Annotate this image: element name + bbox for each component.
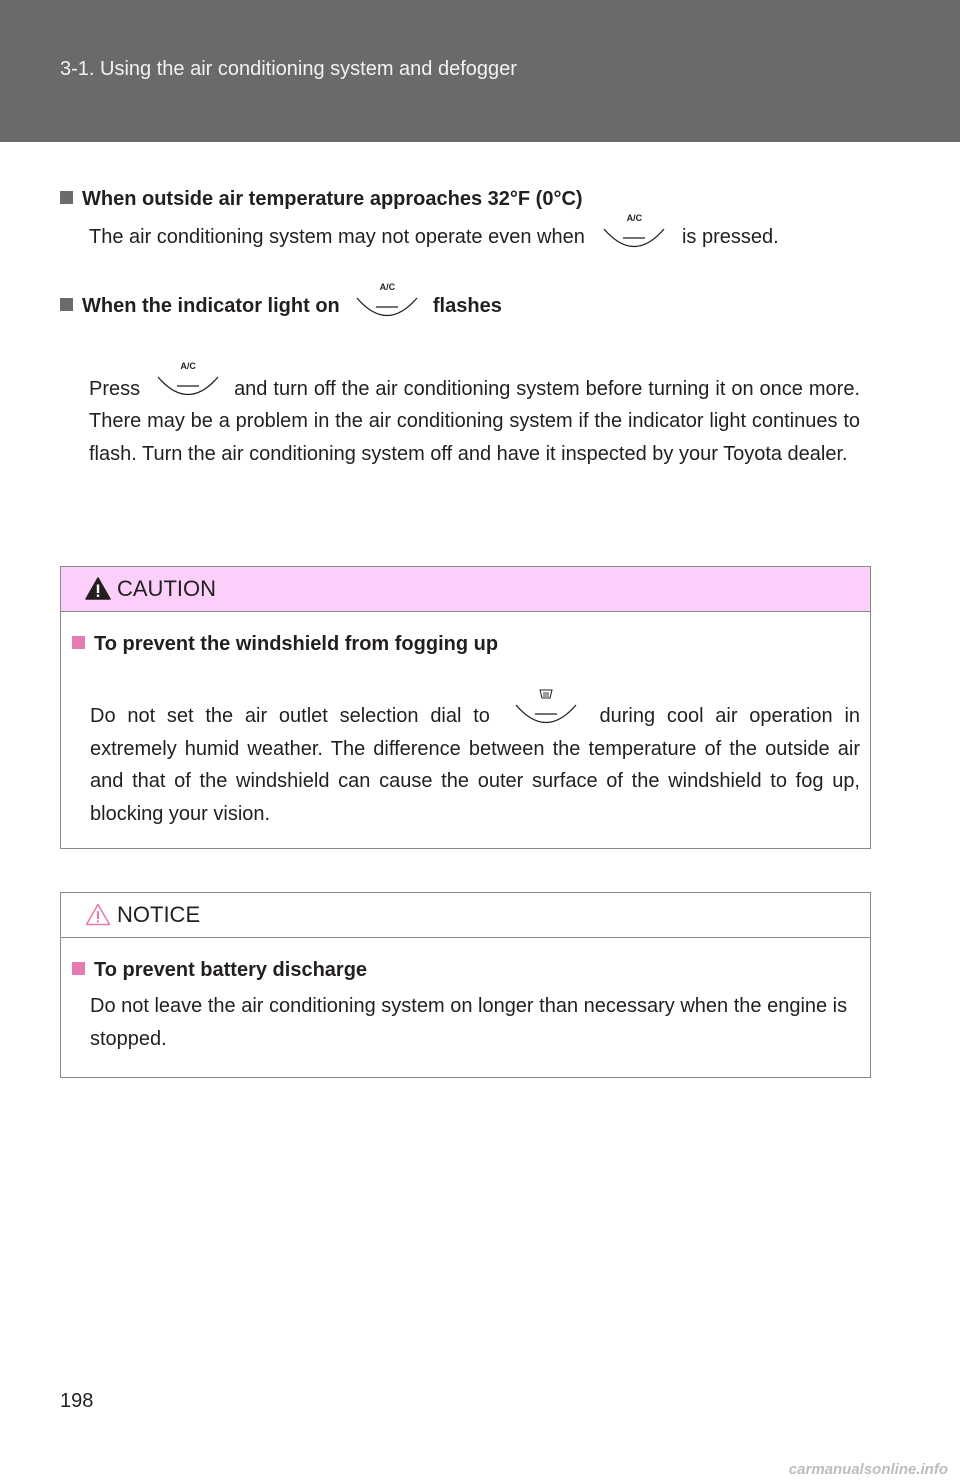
section-outside-temp: When outside air temperature approaches … (60, 187, 860, 254)
watermark: carmanualsonline.info (788, 1461, 948, 1478)
caution-box: CAUTION To prevent the windshield from f… (60, 566, 871, 849)
defog-symbol-icon (539, 689, 553, 699)
bullet-square-icon (60, 191, 73, 204)
notice-header: NOTICE (61, 893, 870, 938)
windshield-defog-icon (514, 689, 578, 726)
warning-triangle-outline-icon (85, 903, 111, 926)
heading-text: When outside air temperature approaches … (82, 188, 583, 210)
page-header: 3-1. Using the air conditioning system a… (0, 0, 960, 142)
heading-text-before: When the indicator light on (82, 295, 340, 317)
notice-heading: To prevent battery discharge (72, 958, 860, 982)
caution-paragraph: Do not set the air outlet selection dial… (72, 689, 861, 830)
paragraph: The air conditioning system may not oper… (60, 213, 860, 254)
text-before-button: Press (89, 377, 141, 400)
heading-text: To prevent battery discharge (94, 959, 368, 981)
caution-header: CAUTION (61, 567, 870, 612)
page-number: 198 (60, 1390, 94, 1412)
ac-button-label: A/C (180, 361, 196, 372)
text-before-dial: Do not set the air outlet selection dial… (90, 705, 490, 727)
text-after-button: and turn off the air conditioning system… (89, 377, 861, 465)
text-after-dial: during cool air operation in extremely h… (90, 705, 861, 825)
ac-button-icon: A/C (156, 361, 220, 398)
ac-button-icon: A/C (355, 282, 419, 319)
bullet-square-icon (72, 962, 85, 975)
notice-box: NOTICE To prevent battery discharge Do n… (60, 892, 871, 1078)
notice-paragraph: Do not leave the air conditioning system… (90, 995, 848, 1050)
bullet-square-icon (60, 298, 73, 311)
caution-heading: To prevent the windshield from fogging u… (72, 632, 860, 656)
ac-button-label: A/C (379, 281, 396, 292)
section-title: 3-1. Using the air conditioning system a… (60, 58, 517, 80)
heading-text-after: flashes (432, 295, 502, 317)
section-heading: When outside air temperature approaches … (60, 187, 860, 211)
text-before-button: The air conditioning system may not oper… (89, 226, 585, 248)
paragraph: Press A/C and turn off the air condition… (60, 361, 861, 471)
notice-label: NOTICE (117, 902, 201, 927)
heading-text: To prevent the windshield from fogging u… (94, 633, 499, 655)
ac-button-icon: A/C (602, 213, 666, 250)
warning-triangle-icon (85, 577, 111, 600)
notice-body: To prevent battery discharge Do not leav… (61, 938, 870, 1077)
section-indicator-flashes: When the indicator light on A/C flashes … (60, 282, 861, 471)
ac-button-label: A/C (626, 212, 643, 223)
caution-body: To prevent the windshield from fogging u… (61, 612, 870, 848)
section-heading: When the indicator light on A/C flashes (60, 282, 860, 319)
text-after-button: is pressed. (681, 226, 779, 248)
bullet-square-icon (72, 636, 85, 649)
caution-label: CAUTION (117, 576, 216, 601)
